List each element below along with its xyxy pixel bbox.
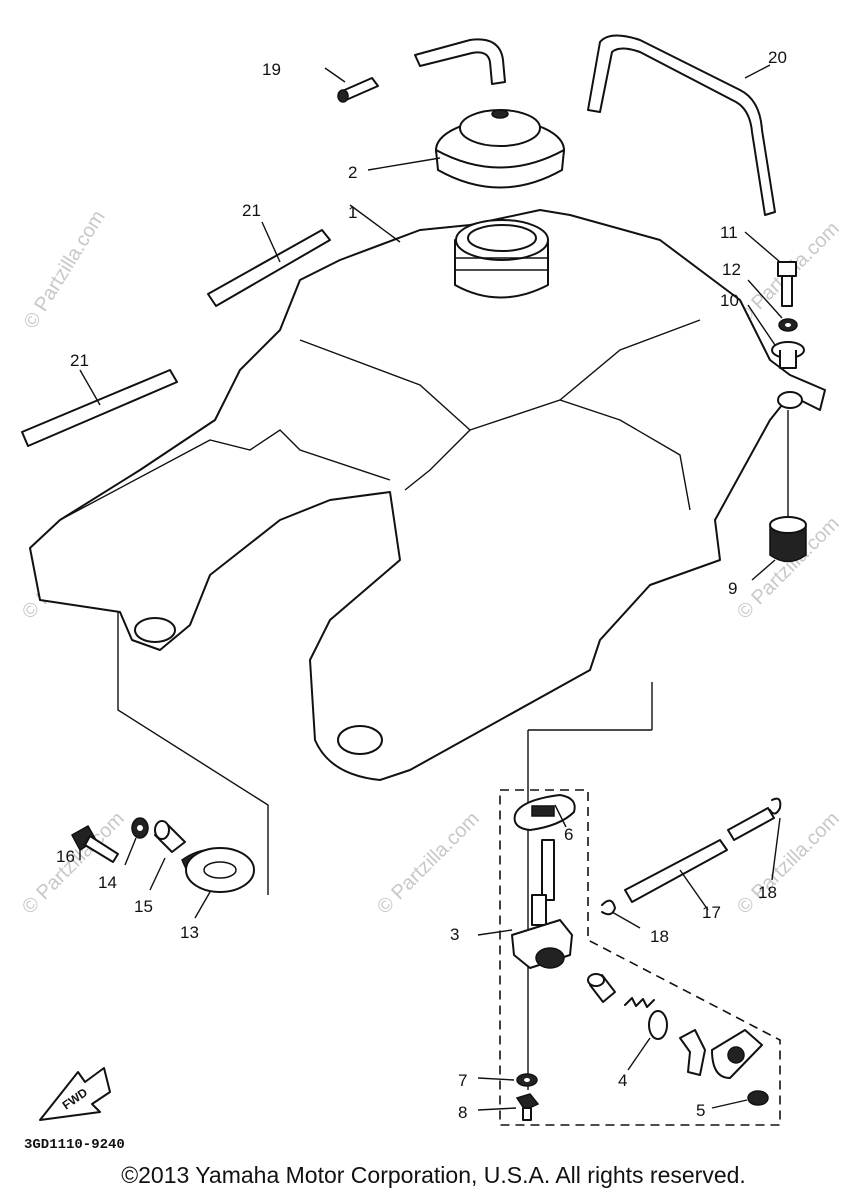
part-filter-inner[interactable] <box>587 973 616 1003</box>
part-spring[interactable] <box>624 997 655 1008</box>
part-hose-17[interactable] <box>624 807 775 911</box>
part-screw-8[interactable] <box>477 1093 540 1121</box>
exploded-view-lines-cock <box>499 682 781 1126</box>
callout-4: 4 <box>618 1071 627 1090</box>
callout-7: 7 <box>458 1071 467 1090</box>
part-strap[interactable] <box>587 34 776 216</box>
callout-1: 1 <box>348 203 357 222</box>
callout-8: 8 <box>458 1103 467 1122</box>
callout-3: 3 <box>450 925 459 944</box>
callout-21-lower: 21 <box>70 351 89 370</box>
callout-18-lower: 18 <box>650 927 669 946</box>
part-fuel-cap[interactable] <box>367 109 565 189</box>
watermark-center-low: © Partzilla.com <box>373 808 484 919</box>
watermark-left: © Partzilla.com <box>20 207 110 333</box>
part-screw-5[interactable] <box>711 1090 769 1109</box>
callout-13: 13 <box>180 923 199 942</box>
part-damper-9[interactable] <box>751 410 807 581</box>
callout-15: 15 <box>134 897 153 916</box>
callout-layer: 19 20 2 1 21 21 11 12 10 9 16 14 15 13 6… <box>56 48 787 1122</box>
callout-12: 12 <box>722 260 741 279</box>
part-collar-10[interactable] <box>747 304 805 369</box>
part-gasket-6[interactable] <box>513 794 576 831</box>
callout-18-upper: 18 <box>758 883 777 902</box>
part-vent-hose[interactable] <box>324 38 506 103</box>
callout-2: 2 <box>348 163 357 182</box>
callout-16: 16 <box>56 847 75 866</box>
callout-11: 11 <box>720 223 738 242</box>
callout-5: 5 <box>696 1101 705 1120</box>
callout-6: 6 <box>564 825 573 844</box>
copyright-notice: ©2013 Yamaha Motor Corporation, U.S.A. A… <box>121 1162 746 1188</box>
callout-14: 14 <box>98 873 117 892</box>
part-clip-18-upper[interactable] <box>769 797 782 881</box>
callout-10: 10 <box>720 291 739 310</box>
exploded-view-lines-left <box>117 612 269 895</box>
callout-9: 9 <box>728 579 737 598</box>
part-plate[interactable] <box>711 1029 763 1079</box>
part-fuel-tank[interactable] <box>29 204 826 781</box>
part-washer-12[interactable] <box>747 279 798 332</box>
callout-20: 20 <box>768 48 787 67</box>
callout-17: 17 <box>702 903 721 922</box>
diagram-code: 3GD1110-9240 <box>24 1137 125 1153</box>
part-oring-4[interactable] <box>627 1010 668 1071</box>
part-pad-upper[interactable] <box>207 221 331 307</box>
part-bolt-16[interactable] <box>70 824 119 863</box>
part-damper-13[interactable] <box>181 847 255 919</box>
part-lever[interactable] <box>679 1029 706 1076</box>
part-pad-lower[interactable] <box>21 369 178 447</box>
part-clip-18-lower[interactable] <box>601 899 641 929</box>
part-bolt-11[interactable] <box>744 231 797 307</box>
callout-19: 19 <box>262 60 281 79</box>
part-washer-14[interactable] <box>124 817 149 866</box>
fwd-arrow: FWD <box>39 1067 111 1121</box>
callout-21-upper: 21 <box>242 201 261 220</box>
part-washer-7[interactable] <box>477 1073 538 1087</box>
part-collar-15[interactable] <box>149 820 186 891</box>
part-fuel-cock-3[interactable] <box>477 839 573 969</box>
